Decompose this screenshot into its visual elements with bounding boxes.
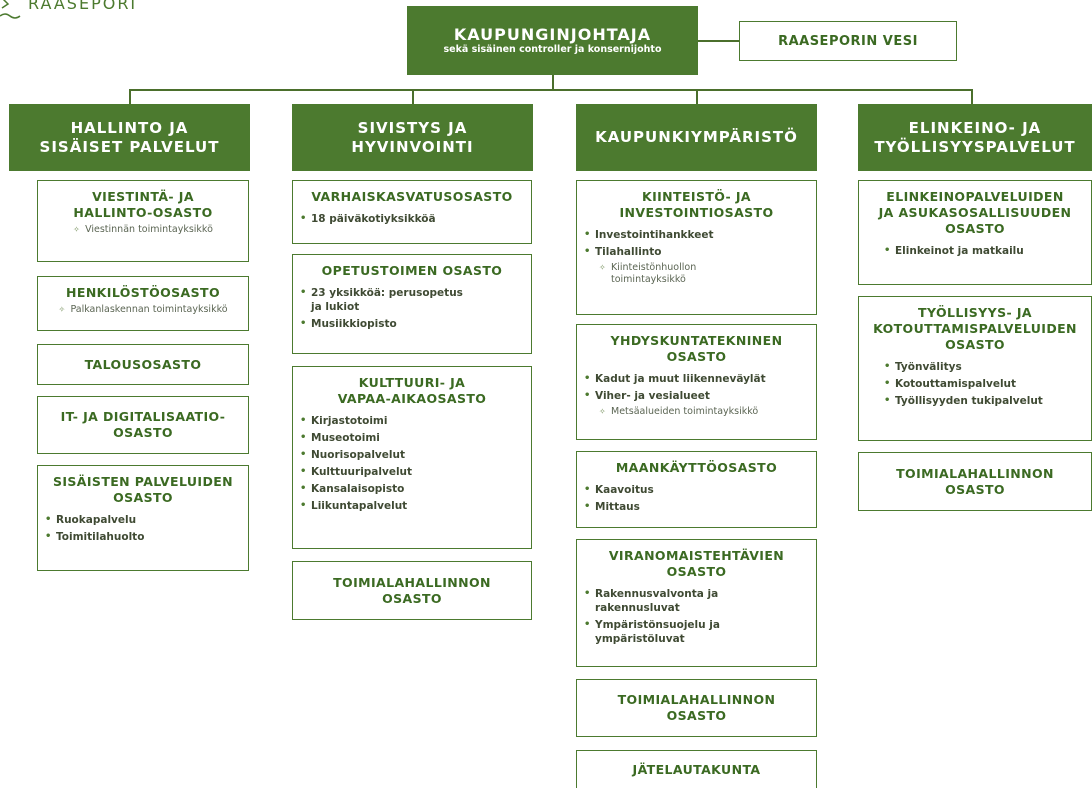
department-card: TOIMIALAHALLINNON OSASTO [858, 452, 1092, 511]
top-subtitle: sekä sisäinen controller ja konsernijoht… [443, 44, 662, 55]
department-card: SISÄISTEN PALVELUIDEN OSASTO Ruokapalvel… [37, 465, 249, 571]
logo-text: RAASEPORI [28, 0, 138, 13]
connector-line [412, 89, 414, 104]
connector-line [696, 89, 698, 104]
top-box: KAUPUNGINJOHTAJA sekä sisäinen controlle… [407, 6, 698, 75]
logo: RAASEPORI [0, 0, 135, 24]
department-card: TOIMIALAHALLINNON OSASTO [292, 561, 532, 620]
department-card: YHDYSKUNTATEKNINEN OSASTO Kadut ja muut … [576, 324, 817, 440]
top-title: KAUPUNGINJOHTAJA [453, 25, 652, 44]
connector-line [129, 89, 131, 104]
department-card: JÄTELAUTAKUNTA [576, 750, 817, 788]
department-card: HENKILÖSTÖOSASTO Palkanlaskennan toimint… [37, 276, 249, 331]
department-card: TALOUSOSASTO [37, 344, 249, 385]
connector-line [698, 40, 739, 42]
side-box: RAASEPORIN VESI [739, 21, 957, 61]
department-card: TOIMIALAHALLINNON OSASTO [576, 679, 817, 737]
connector-line [552, 75, 554, 90]
department-card: IT- JA DIGITALISAATIO- OSASTO [37, 396, 249, 454]
department-card: VARHAISKASVATUSOSASTO 18 päiväkotiyksikk… [292, 180, 532, 244]
department-card: OPETUSTOIMEN OSASTO 23 yksikköä: perusop… [292, 254, 532, 354]
department-card: KULTTUURI- JA VAPAA-AIKAOSASTO Kirjastot… [292, 366, 532, 549]
department-card: KIINTEISTÖ- JA INVESTOINTIOSASTO Investo… [576, 180, 817, 315]
department-card: TYÖLLISYYS- JA KOTOUTTAMISPALVELUIDEN OS… [858, 296, 1092, 441]
connector-line [129, 89, 972, 91]
department-card: MAANKÄYTTÖOSASTO Kaavoitus Mittaus [576, 451, 817, 528]
department-card: VIESTINTÄ- JA HALLINTO-OSASTO Viestinnän… [37, 180, 249, 262]
department-card: VIRANOMAISTEHTÄVIEN OSASTO Rakennusvalvo… [576, 539, 817, 667]
department-card: ELINKEINOPALVELUIDEN JA ASUKASOSALLISUUD… [858, 180, 1092, 285]
side-box-label: RAASEPORIN VESI [778, 33, 918, 49]
connector-line [971, 89, 973, 104]
column-header: HALLINTO JA SISÄISET PALVELUT [9, 104, 250, 171]
column-header: ELINKEINO- JA TYÖLLISYYSPALVELUT [858, 104, 1092, 171]
logo-mark-icon [0, 0, 21, 19]
column-header: KAUPUNKIYMPÄRISTÖ [576, 104, 817, 171]
column-header: SIVISTYS JA HYVINVOINTI [292, 104, 533, 171]
